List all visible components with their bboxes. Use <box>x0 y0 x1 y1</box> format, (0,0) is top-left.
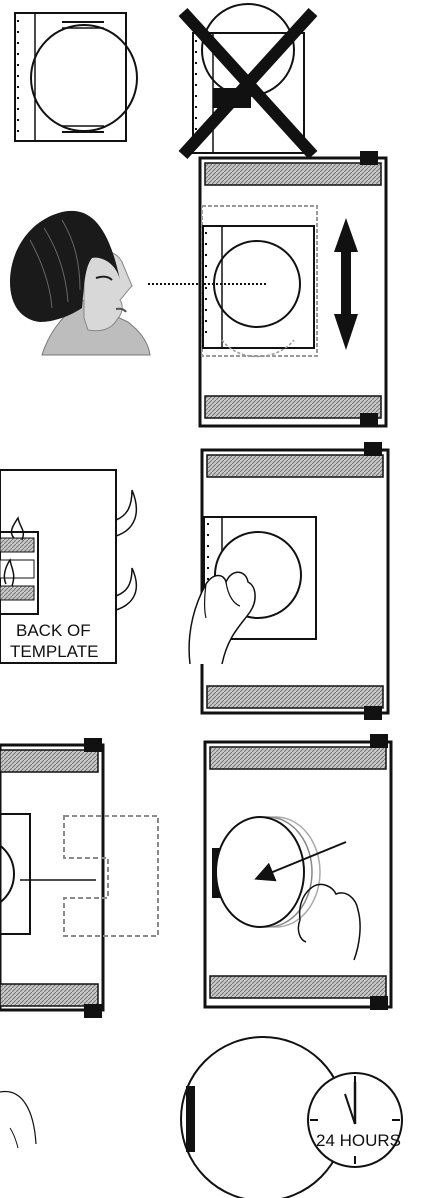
template-back-label-line2: TEMPLATE <box>10 642 98 661</box>
correct-template-figure <box>14 12 138 142</box>
wait-24-hours-figure: 24 HOURS <box>180 1036 403 1198</box>
woman-profile-figure <box>10 210 268 356</box>
lash-curve-figure <box>0 1090 37 1149</box>
frame-adjust-figure <box>198 151 388 428</box>
frame-press-figure <box>188 442 390 720</box>
timer-label: 24 HOURS <box>316 1131 401 1150</box>
incorrect-template-figure <box>178 3 318 160</box>
frame-roll-figure <box>203 734 393 1010</box>
frame-cutout-figure <box>0 738 159 1018</box>
template-back-figure: BACK OF TEMPLATE <box>0 469 137 664</box>
clock-icon <box>307 1072 403 1168</box>
template-back-label-line1: BACK OF <box>16 621 91 640</box>
